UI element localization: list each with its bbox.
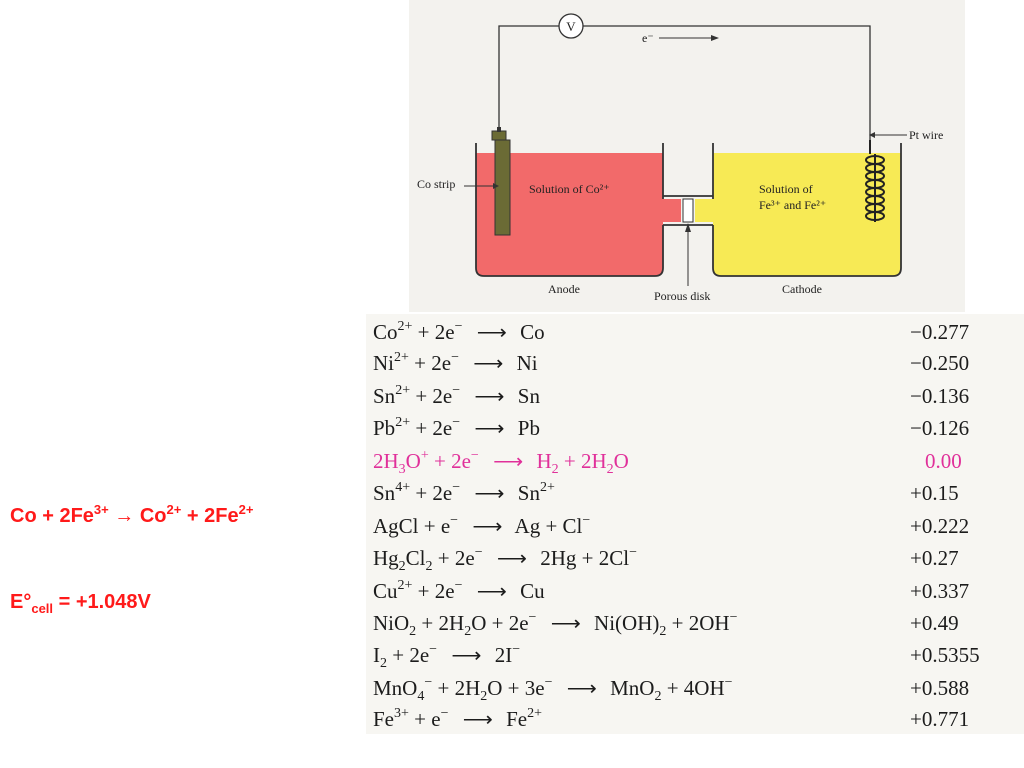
potential-row: MnO4− + 2H2O + 3e− ⟶ MnO2 + 4OH− +0.588	[366, 673, 1024, 704]
anode-solution	[476, 153, 681, 276]
pt-wire-label: Pt wire	[909, 128, 943, 142]
wire-right	[583, 25, 871, 140]
potential-row: Sn4+ + 2e− ⟶ Sn2+ +0.15	[366, 478, 1024, 509]
half-reaction: I2 + 2e− ⟶ 2I−	[373, 642, 521, 671]
half-reaction: AgCl + e− ⟶ Ag + Cl−	[373, 513, 591, 539]
anode-label: Anode	[548, 282, 580, 296]
potential-value: +0.5355	[910, 643, 980, 667]
half-reaction: Cu2+ + 2e− ⟶ Cu	[373, 578, 545, 604]
half-reaction: Pb2+ + 2e− ⟶ Pb	[373, 415, 540, 441]
anode-beaker	[475, 143, 664, 277]
potential-row: Sn2+ + 2e− ⟶ Sn −0.136	[366, 381, 1024, 412]
overall-reaction: Co + 2Fe3+ → Co2+ + 2Fe2+	[10, 502, 254, 527]
co-strip-label: Co strip	[417, 177, 455, 191]
wire-left	[498, 25, 559, 131]
half-reaction: Co2+ + 2e− ⟶ Co	[373, 319, 545, 345]
electron-flow-arrow-icon	[659, 35, 719, 41]
potential-row: NiO2 + 2H2O + 2e− ⟶ Ni(OH)2 + 2OH− +0.49	[366, 608, 1024, 639]
half-reaction: Sn4+ + 2e− ⟶ Sn2+	[373, 480, 555, 506]
galvanic-cell-diagram: V e⁻ Co strip Pt wire	[409, 0, 965, 312]
cathode-solution	[695, 153, 901, 276]
potential-row: Co2+ + 2e− ⟶ Co −0.277	[366, 317, 1024, 348]
voltmeter-label: V	[566, 19, 576, 34]
potential-value: +0.588	[910, 676, 970, 700]
porous-disk-pointer-icon	[685, 223, 691, 232]
cell-potential: E°cell = +1.048V	[10, 591, 151, 616]
co-strip	[491, 127, 511, 236]
potential-row: AgCl + e− ⟶ Ag + Cl− +0.222	[366, 511, 1024, 542]
pt-wire-pointer-icon	[869, 132, 875, 138]
co-strip-pointer-icon	[493, 183, 499, 189]
potential-row: Fe3+ + e− ⟶ Fe2+ +0.771	[366, 704, 1024, 735]
potential-row: Ni2+ + 2e− ⟶ Ni −0.250	[366, 348, 1024, 379]
porous-disk	[682, 198, 694, 223]
porous-disk-label: Porous disk	[654, 289, 710, 303]
half-reaction: Ni2+ + 2e− ⟶ Ni	[373, 350, 538, 376]
half-reaction: Hg2Cl2 + 2e− ⟶ 2Hg + 2Cl−	[373, 545, 637, 574]
potential-value: +0.27	[910, 546, 959, 570]
potential-value: −0.126	[910, 416, 970, 440]
potential-value: +0.771	[910, 707, 970, 731]
potential-value: +0.337	[910, 579, 970, 603]
potential-row: Pb2+ + 2e− ⟶ Pb −0.126	[366, 413, 1024, 444]
potential-row: I2 + 2e− ⟶ 2I− +0.5355	[366, 640, 1024, 671]
pt-wire-coil	[865, 140, 885, 222]
cathode-solution-label-line2: Fe³⁺ and Fe²⁺	[759, 198, 826, 212]
cathode-label: Cathode	[782, 282, 822, 296]
potential-row: 2H3O+ + 2e− ⟶ H2 + 2H2O 0.00	[366, 446, 1024, 477]
potential-value: +0.15	[910, 481, 959, 505]
potential-value: +0.222	[910, 514, 970, 538]
anode-solution-label: Solution of Co²⁺	[529, 182, 610, 196]
half-reaction: MnO4− + 2H2O + 3e− ⟶ MnO2 + 4OH−	[373, 675, 733, 704]
potential-value: −0.277	[910, 320, 970, 344]
electron-flow-label: e⁻	[642, 31, 654, 45]
half-reaction: 2H3O+ + 2e− ⟶ H2 + 2H2O	[373, 448, 629, 477]
voltmeter-icon: V	[558, 13, 584, 39]
half-reaction: Fe3+ + e− ⟶ Fe2+	[373, 706, 542, 732]
half-reaction: NiO2 + 2H2O + 2e− ⟶ Ni(OH)2 + 2OH−	[373, 610, 738, 639]
potential-value: −0.250	[910, 351, 970, 375]
potential-row: Hg2Cl2 + 2e− ⟶ 2Hg + 2Cl− +0.27	[366, 543, 1024, 574]
potential-value: 0.00	[925, 449, 962, 473]
half-reaction: Sn2+ + 2e− ⟶ Sn	[373, 383, 540, 409]
potential-value: −0.136	[910, 384, 970, 408]
cathode-solution-label-line1: Solution of	[759, 182, 813, 196]
potential-value: +0.49	[910, 611, 959, 635]
potential-row: Cu2+ + 2e− ⟶ Cu +0.337	[366, 576, 1024, 607]
